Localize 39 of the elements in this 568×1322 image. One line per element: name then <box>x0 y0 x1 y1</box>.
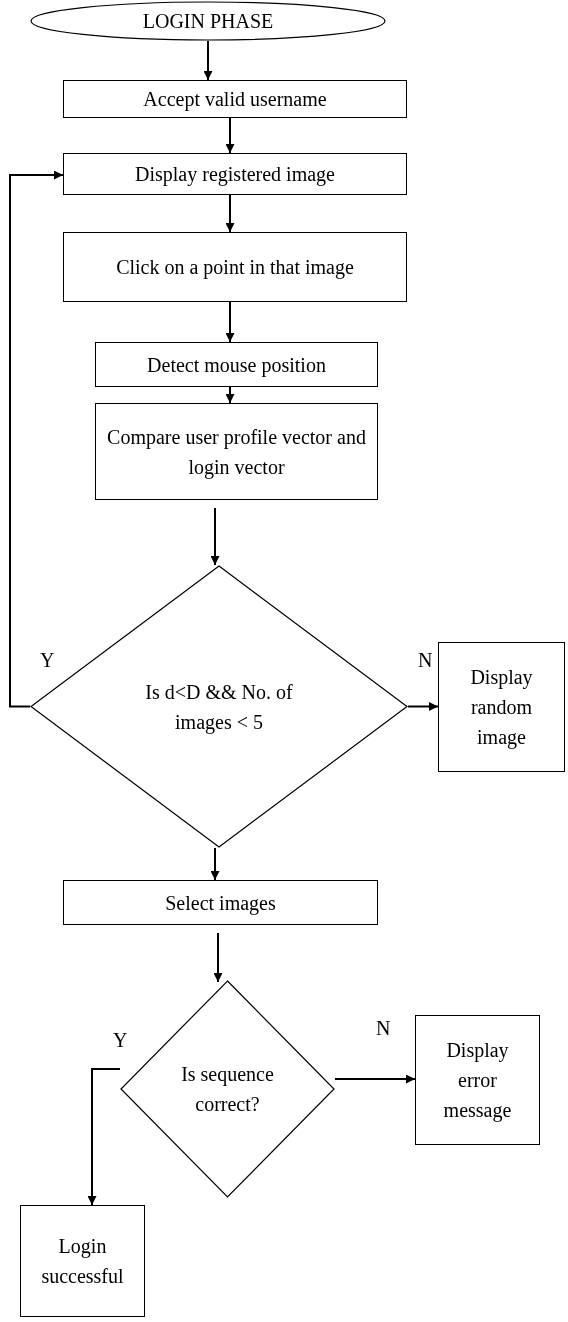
process-box <box>20 1205 145 1317</box>
arrow <box>203 40 213 81</box>
process-box <box>415 1015 540 1145</box>
node-text: Display random image <box>469 665 534 751</box>
process-box <box>63 80 407 118</box>
process-box <box>95 403 378 500</box>
node-text: Select images <box>165 890 276 917</box>
decision-diamond <box>30 565 408 848</box>
arrow <box>225 386 235 404</box>
process-box <box>63 880 378 925</box>
edge-label: N <box>418 648 433 673</box>
node-text: LOGIN PHASE <box>142 9 274 34</box>
node-text: Login successful <box>40 1234 125 1289</box>
arrow <box>210 507 220 566</box>
arrow <box>87 1068 121 1206</box>
process-box <box>63 232 407 302</box>
node-text: Accept valid username <box>143 87 327 113</box>
process-box <box>95 342 378 387</box>
node-text: Is d<D && No. of images < 5 <box>144 679 294 736</box>
arrow <box>407 702 439 711</box>
node-text: Display registered image <box>135 162 335 188</box>
edge-label: Y <box>40 648 55 673</box>
node-text: Compare user profile vector and login vector <box>106 424 367 481</box>
arrow <box>210 847 220 881</box>
node-text: Click on a point in that image <box>116 255 354 281</box>
node-text: Is sequence correct? <box>180 1062 275 1117</box>
arrow <box>225 301 235 343</box>
process-box <box>63 153 407 195</box>
edge-label: Y <box>113 1028 128 1053</box>
node-text: Detect mouse position <box>147 352 326 379</box>
arrow <box>9 170 64 708</box>
arrow <box>213 932 223 983</box>
edge-label: N <box>376 1016 391 1041</box>
arrow <box>225 194 235 233</box>
node-text: Display error message <box>442 1038 513 1124</box>
arrow <box>334 1074 416 1084</box>
process-box <box>438 642 565 772</box>
terminal-ellipse <box>30 1 386 41</box>
arrow <box>225 117 235 154</box>
